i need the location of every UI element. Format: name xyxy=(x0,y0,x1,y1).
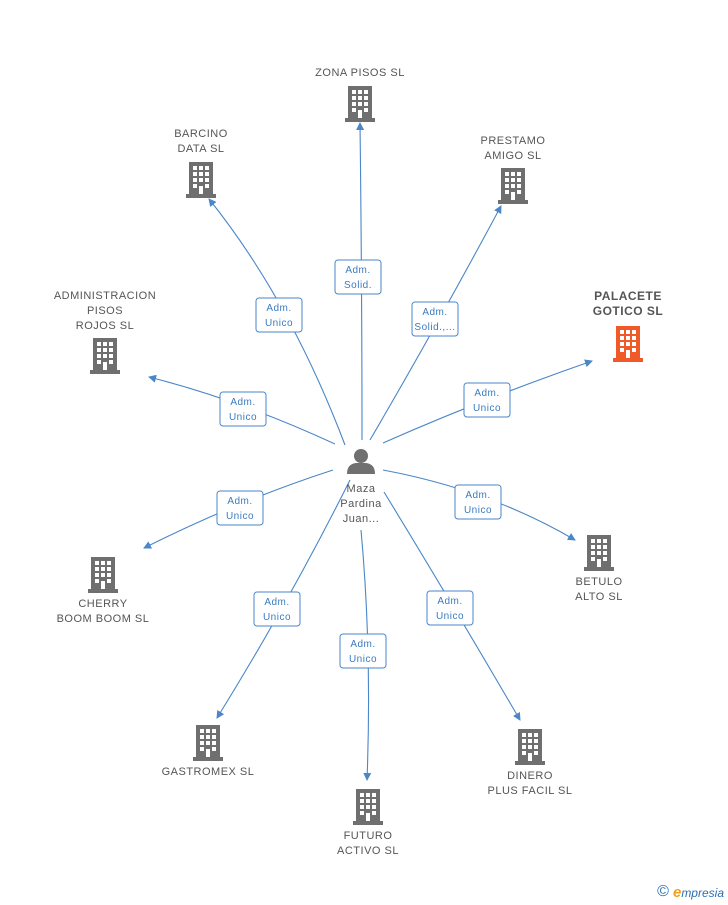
person-label-line-3: Juan... xyxy=(343,513,380,525)
relation-label-prestamo-amigo[interactable]: Adm. Solid.,... xyxy=(411,301,459,337)
building-icon xyxy=(613,326,643,362)
person-label-line-2: Pardina xyxy=(340,498,382,510)
person-icon xyxy=(347,449,375,474)
brand-name: mpresia xyxy=(681,885,724,900)
relation-text-line-2: Solid.,... xyxy=(414,322,455,333)
building-icon xyxy=(193,725,223,761)
relation-label-zona-pisos[interactable]: Adm. Solid. xyxy=(334,259,382,295)
relation-text-line-1: Adm. xyxy=(422,307,447,318)
relation-label-cherry-boom-boom[interactable]: Adm. Unico xyxy=(216,490,264,526)
company-label-line-1: PALACETE xyxy=(594,289,662,303)
relation-text-line-2: Solid. xyxy=(344,280,372,291)
company-label-line-1: GASTROMEX SL xyxy=(162,766,255,778)
company-label-line-1: BARCINO xyxy=(174,128,228,140)
company-label-line-3: ROJOS SL xyxy=(76,320,134,332)
relation-box xyxy=(334,259,382,295)
brand-initial: e xyxy=(672,883,682,901)
company-label-line-1: CHERRY xyxy=(78,598,127,610)
copyright-symbol: © xyxy=(657,883,669,900)
company-node-prestamo-amigo[interactable]: PRESTAMO AMIGO SL xyxy=(481,135,546,204)
company-label-line-2: PISOS xyxy=(87,305,123,317)
company-node-administracion-pisos-rojos[interactable]: ADMINISTRACION PISOS ROJOS SL xyxy=(54,290,156,374)
company-node-gastromex[interactable]: GASTROMEX SL xyxy=(162,725,255,778)
company-node-betulo-alto[interactable]: BETULO ALTO SL xyxy=(575,535,623,603)
relation-text-line-2: Unico xyxy=(436,611,464,622)
relation-text-line-2: Unico xyxy=(263,612,291,623)
relation-label-dinero-plus-facil[interactable]: Adm. Unico xyxy=(426,590,474,626)
building-icon xyxy=(90,338,120,374)
company-label-line-1: FUTURO xyxy=(344,830,393,842)
relation-box xyxy=(411,301,459,337)
relation-text-line-2: Unico xyxy=(349,654,377,665)
relation-text-line-1: Adm. xyxy=(227,496,252,507)
relation-label-betulo-alto[interactable]: Adm. Unico xyxy=(454,484,502,520)
relation-text-line-1: Adm. xyxy=(465,490,490,501)
company-label-line-2: DATA SL xyxy=(177,143,224,155)
building-icon xyxy=(88,557,118,593)
relation-label-administracion-pisos-rojos[interactable]: Adm. Unico xyxy=(219,391,267,427)
relation-text-line-1: Adm. xyxy=(437,596,462,607)
company-node-cherry-boom-boom[interactable]: CHERRY BOOM BOOM SL xyxy=(57,557,150,625)
company-label-line-1: ZONA PISOS SL xyxy=(315,67,405,79)
relation-text-line-2: Unico xyxy=(464,505,492,516)
relation-label-gastromex[interactable]: Adm. Unico xyxy=(253,591,301,627)
relation-text-line-1: Adm. xyxy=(230,397,255,408)
company-label-line-2: AMIGO SL xyxy=(484,150,541,162)
relation-box xyxy=(255,297,303,333)
company-label-line-2: GOTICO SL xyxy=(593,304,664,318)
building-icon xyxy=(584,535,614,571)
relation-text-line-2: Unico xyxy=(473,403,501,414)
building-icon xyxy=(498,168,528,204)
relation-box xyxy=(426,590,474,626)
person-node[interactable]: Maza Pardina Juan... xyxy=(340,449,382,525)
company-label-line-1: PRESTAMO xyxy=(481,135,546,147)
building-icon xyxy=(186,162,216,198)
relation-text-line-2: Unico xyxy=(265,318,293,329)
relation-box xyxy=(339,633,387,669)
company-label-line-2: BOOM BOOM SL xyxy=(57,613,150,625)
company-node-futuro-activo[interactable]: FUTURO ACTIVO SL xyxy=(337,789,399,857)
relation-label-barcino-data[interactable]: Adm. Unico xyxy=(255,297,303,333)
company-node-barcino-data[interactable]: BARCINO DATA SL xyxy=(174,128,228,198)
building-icon xyxy=(345,86,375,122)
relation-text-line-1: Adm. xyxy=(345,265,370,276)
relation-text-line-1: Adm. xyxy=(350,639,375,650)
relation-box xyxy=(216,490,264,526)
relation-text-line-2: Unico xyxy=(226,511,254,522)
relation-box xyxy=(253,591,301,627)
building-icon xyxy=(515,729,545,765)
company-label-line-1: BETULO xyxy=(575,576,622,588)
company-label-line-2: PLUS FACIL SL xyxy=(488,785,573,797)
relation-label-futuro-activo[interactable]: Adm. Unico xyxy=(339,633,387,669)
building-icon xyxy=(353,789,383,825)
relation-box xyxy=(219,391,267,427)
company-node-dinero-plus-facil[interactable]: DINERO PLUS FACIL SL xyxy=(488,729,573,797)
relation-label-palacete-gotico[interactable]: Adm. Unico xyxy=(463,382,511,418)
relation-text-line-2: Unico xyxy=(229,412,257,423)
company-label-line-2: ALTO SL xyxy=(575,591,623,603)
relation-text-line-1: Adm. xyxy=(264,597,289,608)
company-label-line-1: DINERO xyxy=(507,770,553,782)
relation-text-line-1: Adm. xyxy=(266,303,291,314)
brand-logo: © empresia xyxy=(657,883,724,901)
company-node-zona-pisos[interactable]: ZONA PISOS SL xyxy=(315,67,405,122)
company-label-line-1: ADMINISTRACION xyxy=(54,290,156,302)
relation-text-line-1: Adm. xyxy=(474,388,499,399)
relation-box xyxy=(454,484,502,520)
person-label-line-1: Maza xyxy=(347,483,376,495)
company-label-line-2: ACTIVO SL xyxy=(337,845,399,857)
relation-box xyxy=(463,382,511,418)
